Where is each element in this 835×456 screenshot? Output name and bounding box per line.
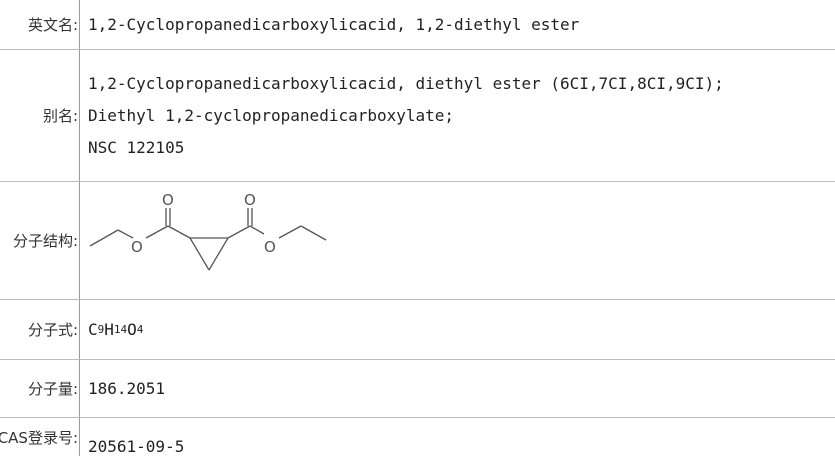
row-cas: CAS登录号: 20561-09-5: [0, 418, 835, 456]
aliases-label: 别名:: [0, 50, 80, 181]
mol-weight-value: 186.2051: [88, 379, 166, 398]
row-english-name: 英文名: 1,2-Cyclopropanedicarboxylicacid, 1…: [0, 0, 835, 50]
alias-line: NSC 122105: [88, 137, 185, 157]
row-structure: 分子结构: O O O: [0, 182, 835, 300]
bond: [189, 237, 210, 270]
formula-element: H: [104, 320, 114, 339]
atom-o: O: [244, 191, 256, 209]
cas-label: CAS登录号:: [0, 418, 80, 456]
bond: [145, 224, 169, 239]
row-aliases: 别名: 1,2-Cyclopropanedicarboxylicacid, di…: [0, 50, 835, 182]
cas-value: 20561-09-5: [88, 437, 185, 456]
aliases-value: 1,2-Cyclopropanedicarboxylicacid, diethy…: [88, 50, 835, 181]
bond: [300, 224, 327, 241]
atom-o: O: [162, 191, 174, 209]
bond: [208, 237, 229, 270]
bond: [227, 224, 251, 239]
bond: [89, 228, 119, 247]
bond: [167, 224, 191, 239]
alias-line: Diethyl 1,2-cyclopropanedicarboxylate;: [88, 105, 455, 125]
bond: [249, 224, 265, 235]
english-name-value: 1,2-Cyclopropanedicarboxylicacid, 1,2-di…: [88, 15, 580, 34]
formula-element: C: [88, 320, 98, 339]
row-mol-weight: 分子量: 186.2051: [0, 360, 835, 418]
alias-line: 1,2-Cyclopropanedicarboxylicacid, diethy…: [88, 73, 724, 93]
atom-o: O: [131, 238, 143, 256]
mol-weight-label: 分子量:: [0, 360, 80, 417]
structure-value: O O O O: [88, 182, 835, 299]
cas-label-text: CAS登录号:: [0, 428, 78, 447]
structure-label: 分子结构:: [0, 182, 80, 299]
formula-element: O: [127, 320, 137, 339]
bond: [117, 228, 134, 239]
bond: [278, 224, 302, 239]
atom-o: O: [264, 238, 276, 256]
molecule-structure-image: O O O O: [89, 191, 327, 270]
english-name-label: 英文名:: [0, 0, 80, 49]
formula-label: 分子式:: [0, 300, 80, 359]
